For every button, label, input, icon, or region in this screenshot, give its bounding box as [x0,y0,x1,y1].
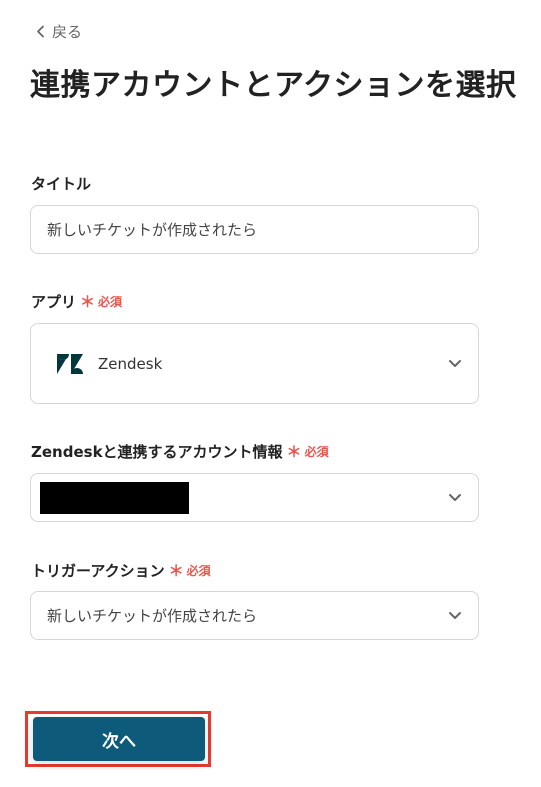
back-link[interactable]: 戻る [36,20,82,42]
title-field-label: タイトル [31,173,91,194]
required-asterisk: ＊ [286,443,302,461]
chevron-left-icon [37,25,44,37]
trigger-select[interactable]: 新しいチケットが作成されたら [30,591,479,640]
chevron-down-icon [449,493,461,501]
title-input[interactable] [31,206,478,253]
title-label-text: タイトル [31,175,92,193]
app-field-label: アプリ ＊ 必須 [31,291,122,312]
trigger-label-text: トリガーアクション [31,562,165,580]
app-label-text: アプリ [31,293,77,311]
account-field-label: Zendeskと連携するアカウント情報 ＊ 必須 [31,441,329,462]
zendesk-logo-icon [57,353,83,374]
selected-app-name: Zendesk [98,354,163,373]
required-asterisk: ＊ [80,293,96,311]
account-select[interactable] [30,473,479,522]
next-button[interactable]: 次へ [33,717,205,761]
page-title: 連携アカウントとアクションを選択 [30,68,517,103]
back-label: 戻る [52,22,83,41]
trigger-field-label: トリガーアクション ＊ 必須 [31,560,211,581]
required-text: 必須 [186,564,211,578]
app-select[interactable]: Zendesk [30,323,479,404]
required-text: 必須 [304,445,329,459]
account-label-text: Zendeskと連携するアカウント情報 [31,443,283,461]
title-input-box [30,205,479,254]
chevron-down-icon [449,611,461,619]
required-text: 必須 [98,295,123,309]
redacted-account-value [40,481,189,514]
highlight-frame [25,711,211,767]
chevron-down-icon [449,359,461,367]
trigger-selected-value: 新しいチケットが作成されたら [47,607,258,625]
required-asterisk: ＊ [168,562,184,580]
